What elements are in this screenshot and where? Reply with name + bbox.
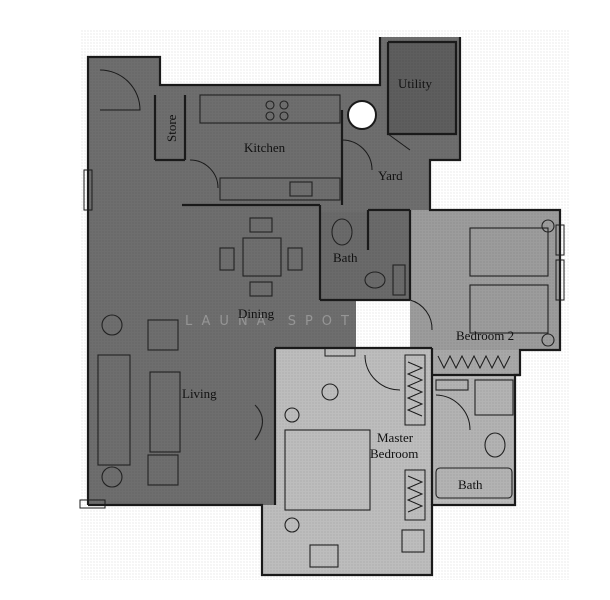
room-label-kitchen: Kitchen — [244, 140, 286, 155]
kitchen-counter — [199, 94, 341, 124]
exterior-wall — [86, 37, 382, 505]
room-label-bedroom2: Bedroom 2 — [456, 328, 514, 343]
room-label-utility: Utility — [398, 76, 432, 91]
room-label-bath-small: Bath — [333, 250, 358, 265]
dining-table — [242, 237, 282, 277]
room-label-yard: Yard — [378, 168, 403, 183]
water-heater-icon — [347, 100, 377, 130]
room-label-store: Store — [164, 114, 179, 142]
room-label-dining: Dining — [238, 306, 275, 321]
room-label-living: Living — [182, 386, 217, 401]
watermark-text: LAUNA SPOT — [185, 314, 358, 329]
bed-twin-2 — [469, 284, 549, 334]
room-label-master-line1: Master — [377, 430, 414, 445]
bed-twin-1 — [469, 227, 549, 277]
room-label-bath-master: Bath — [458, 477, 483, 492]
master-bed — [284, 429, 371, 511]
sofa — [97, 354, 131, 466]
room-label-master-line2: Bedroom — [370, 446, 418, 461]
